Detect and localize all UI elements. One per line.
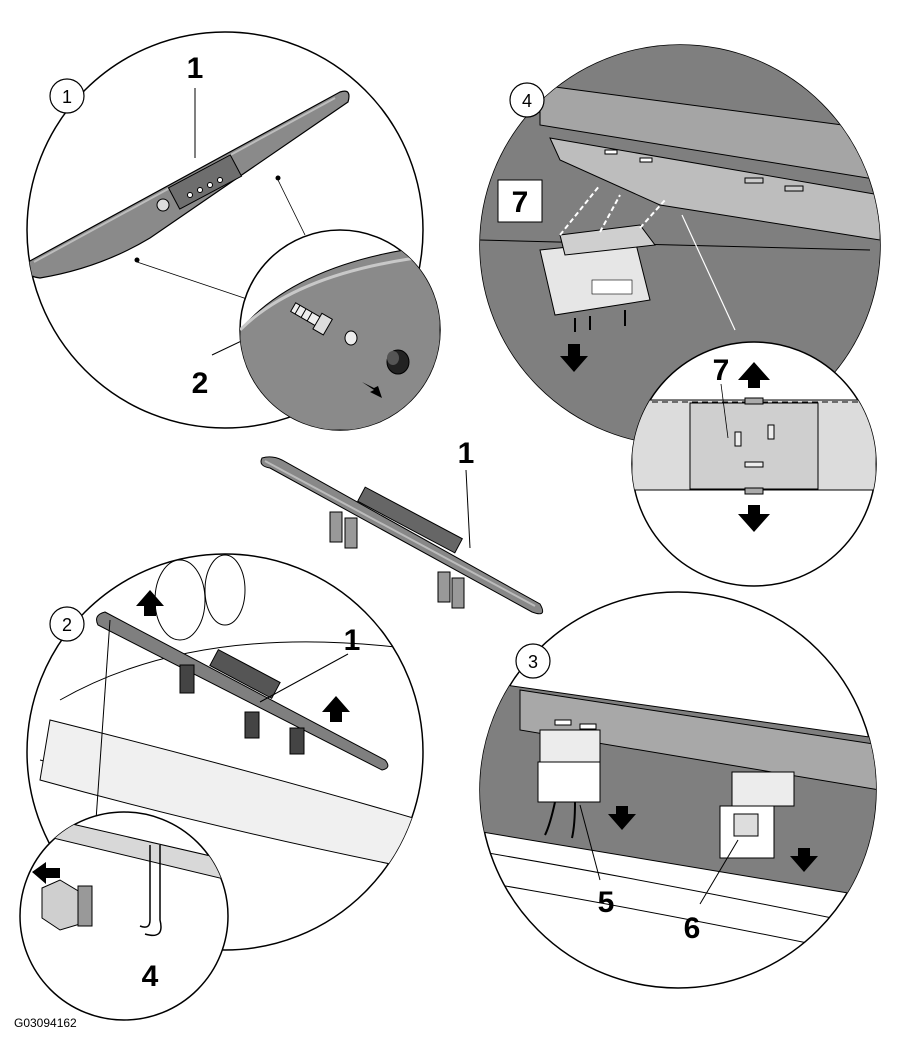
arrow-down-icon <box>560 344 588 372</box>
center-sill-strip: 1 <box>260 437 544 615</box>
callout-1-strip: 1 <box>344 624 361 657</box>
arrow-down-icon-2 <box>738 505 770 532</box>
arrow-down-icon-3 <box>608 806 636 830</box>
callout-1-center: 1 <box>458 437 475 470</box>
arrow-up-icon-3 <box>322 696 350 722</box>
cap-icon <box>386 349 410 375</box>
detail-4: 4 7 7 <box>479 44 881 587</box>
callout-4-clip: 4 <box>142 960 159 993</box>
arrow-down-icon-4 <box>790 848 818 872</box>
module-7-zoom <box>689 402 819 490</box>
callout-6-connector: 6 <box>684 912 701 945</box>
arrow-left-icon <box>32 862 60 884</box>
callout-2-screw: 2 <box>192 367 209 400</box>
connector-6 <box>719 771 795 859</box>
detail-2-number: 2 <box>62 615 72 635</box>
callout-7-module: 7 <box>512 186 529 219</box>
detail-1: 1 1 2 <box>26 31 441 431</box>
detail-4-number: 4 <box>522 91 532 111</box>
detail-3-number: 3 <box>528 652 538 672</box>
detail-2: 2 1 4 <box>19 553 424 1021</box>
clip-icon <box>41 879 93 931</box>
module-7 <box>539 224 656 332</box>
callout-7-zoom: 7 <box>713 354 730 387</box>
detail-1-number: 1 <box>62 87 72 107</box>
detail-3: 3 5 6 <box>479 591 877 989</box>
arrow-up-icon <box>738 362 770 388</box>
arrow-up-icon-2 <box>136 590 164 616</box>
callout-5-connector: 5 <box>598 886 615 919</box>
callout-1-sill: 1 <box>187 52 204 85</box>
connector-5 <box>537 729 601 839</box>
figure-id: G03094162 <box>14 1016 77 1030</box>
screw-icon <box>289 302 334 336</box>
arrow-icon <box>362 382 382 398</box>
